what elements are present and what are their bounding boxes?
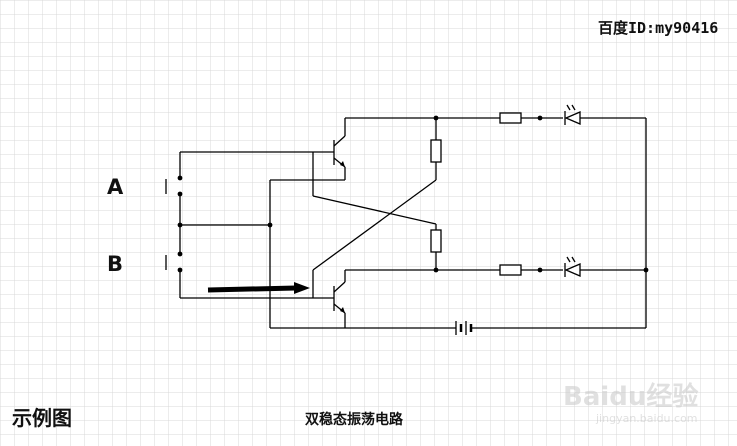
resistor-r3 — [499, 112, 522, 124]
circuit — [165, 117, 647, 329]
source-id-text: 百度ID:my90416 — [598, 19, 718, 37]
led-top-icon — [564, 104, 581, 125]
pointer-arrow-icon — [207, 282, 310, 294]
junction-dots — [177, 115, 649, 273]
emitter-arrow-icon — [340, 307, 345, 313]
battery-icon — [455, 321, 473, 335]
emitter-arrow-icon — [340, 161, 345, 167]
watermark-url: jingyan.baidu.com — [595, 412, 698, 425]
switch-a-label: A — [107, 175, 124, 199]
watermark: Baidu经验 jingyan.baidu.com — [563, 381, 698, 425]
led-bottom-icon — [564, 256, 581, 277]
watermark-brand: Baidu经验 — [563, 381, 698, 412]
resistor-r4 — [499, 264, 522, 276]
switch-b-label: B — [107, 252, 123, 276]
resistors — [430, 112, 522, 276]
resistor-r1 — [430, 139, 442, 163]
diagram-caption: 双稳态振荡电路 — [305, 411, 404, 428]
example-label: 示例图 — [12, 406, 72, 430]
resistor-r2 — [430, 229, 442, 253]
